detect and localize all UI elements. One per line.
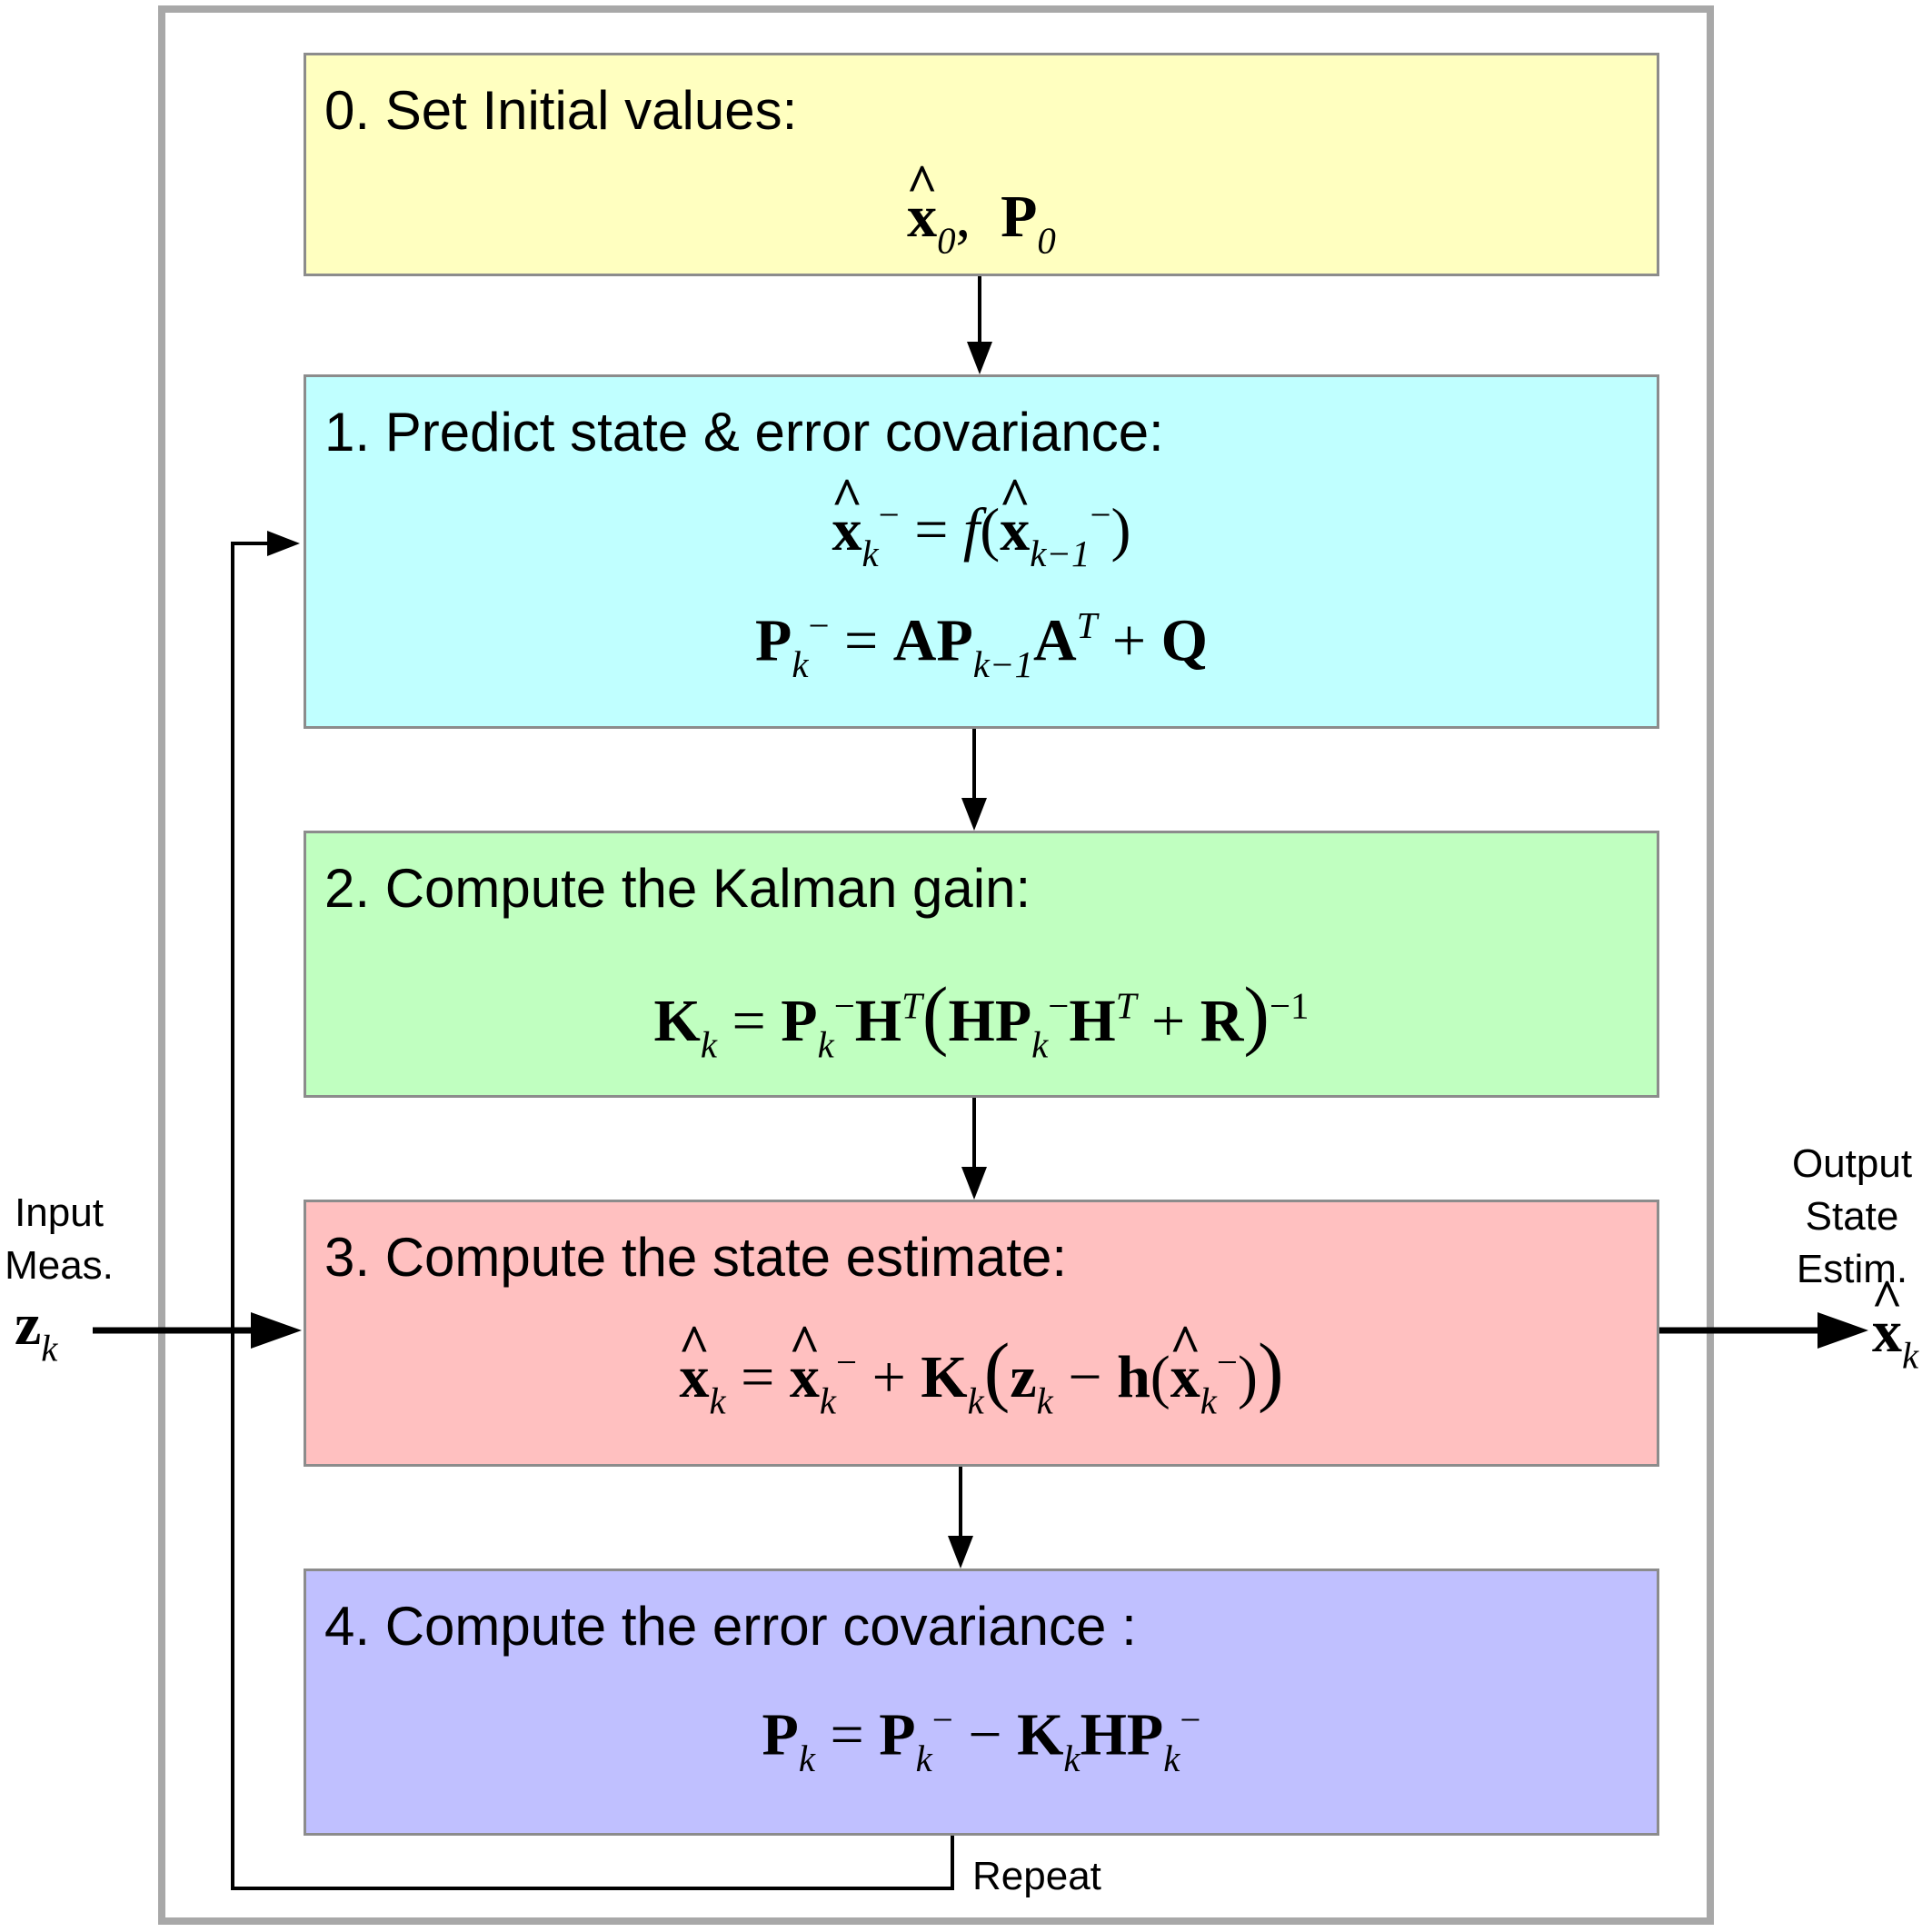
step-4-title: 4. Compute the error covariance : — [324, 1596, 1137, 1657]
output-symbol: xk — [1872, 1298, 1918, 1377]
step-1-equation-state: xk− = f(xk−1−) — [306, 493, 1657, 575]
step-2-title: 2. Compute the Kalman gain: — [324, 858, 1031, 919]
output-label-line1: Output — [1791, 1141, 1913, 1186]
step-2-equation: Kk = Pk−HT(HPk−HT + R)−1 — [653, 971, 1310, 1066]
step-3-equation: xk = xk− + Kk(zk − h(xk−)) — [306, 1326, 1657, 1422]
output-label-line2: State — [1805, 1194, 1899, 1239]
input-symbol: zk — [15, 1291, 58, 1369]
step-3-box: 3. Compute the state estimate: xk = xk− … — [304, 1200, 1659, 1467]
step-3-title: 3. Compute the state estimate: — [324, 1227, 1068, 1288]
repeat-label: Repeat — [972, 1854, 1101, 1898]
step-4-equation: Pk = Pk− − KkHPk− — [762, 1699, 1201, 1779]
step-2-box: 2. Compute the Kalman gain: Kk = Pk−HT(H… — [304, 831, 1659, 1098]
step-0-equation: x0, P0 — [306, 183, 1657, 262]
step-4-box: 4. Compute the error covariance : Pk = P… — [304, 1569, 1659, 1836]
step-1-box: 1. Predict state & error covariance: xk−… — [304, 374, 1659, 729]
output-label: Output State Estim. — [1772, 1138, 1932, 1296]
input-label-line2: Meas. — [5, 1243, 114, 1288]
input-label: Input Meas. — [0, 1187, 118, 1292]
repeat-loop-line — [231, 542, 954, 1890]
step-1-equation-covariance: Pk− = APk−1AT + Q — [754, 605, 1208, 685]
output-label-line3: Estim. — [1796, 1247, 1908, 1291]
step-1-title: 1. Predict state & error covariance: — [324, 402, 1164, 463]
step-0-title: 0. Set Initial values: — [324, 80, 798, 141]
step-0-box: 0. Set Initial values: x0, P0 — [304, 53, 1659, 276]
input-label-line1: Input — [15, 1190, 104, 1235]
